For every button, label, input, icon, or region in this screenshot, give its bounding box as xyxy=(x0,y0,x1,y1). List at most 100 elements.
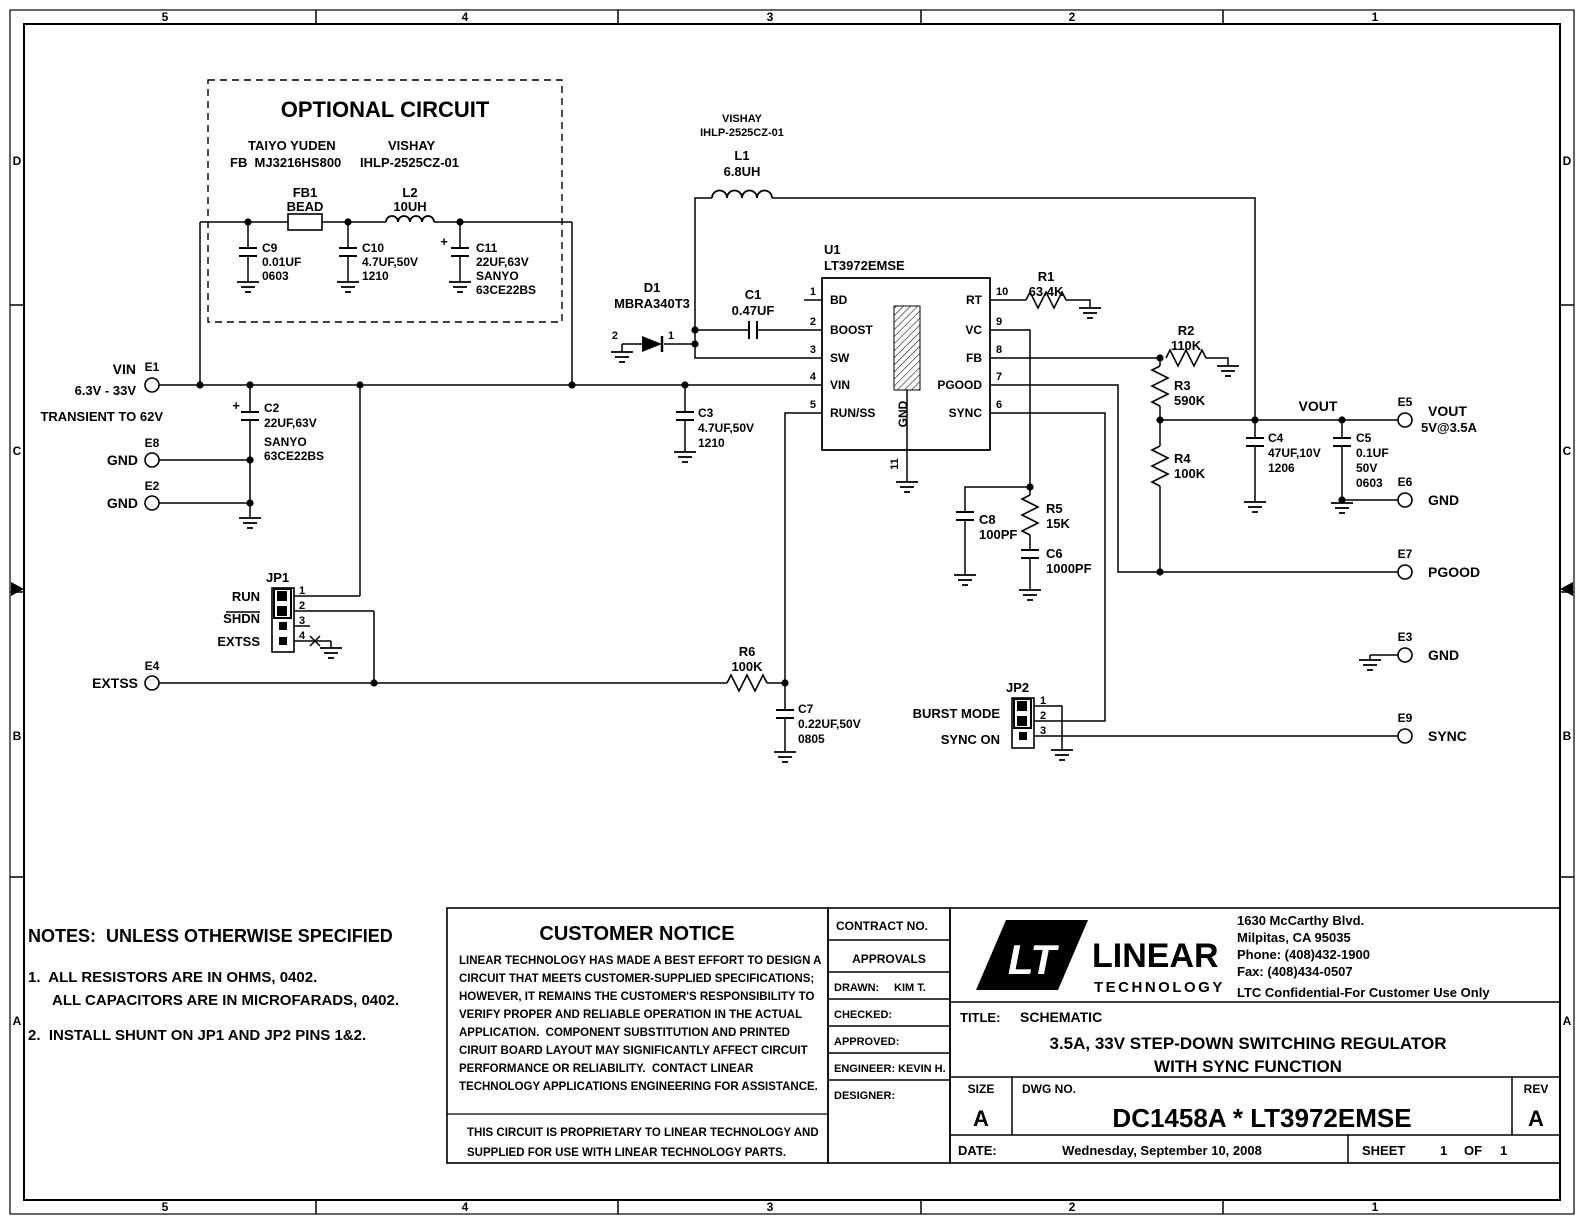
c3-refdes: C3 xyxy=(698,406,714,420)
fb-wire xyxy=(990,357,1229,572)
resistor-r6: R6 100K xyxy=(726,644,768,692)
center-arrow-left-icon xyxy=(11,582,24,596)
junction-dot xyxy=(681,381,689,389)
drawn-label: DRAWN: xyxy=(834,982,879,994)
customer-notice-line: CIRCUIT THAT MEETS CUSTOMER-SUPPLIED SPE… xyxy=(459,973,814,985)
c4-refdes: C4 xyxy=(1268,431,1284,445)
c11-mfr: SANYO xyxy=(476,269,519,283)
u1-pin-number: 3 xyxy=(810,344,816,356)
title-block: CONTRACT NO. APPROVALS DRAWN: KIM T. CHE… xyxy=(827,907,1561,1164)
c5-refdes: C5 xyxy=(1356,431,1372,445)
c4-value: 47UF,10V xyxy=(1268,446,1321,460)
u1-pin-number: 9 xyxy=(996,316,1002,328)
r6-value: 100K xyxy=(731,659,763,674)
c8-refdes: C8 xyxy=(979,512,996,527)
customer-notice-line: APPLICATION. COMPONENT SUBSTITUTION AND … xyxy=(459,1027,790,1039)
l2-mfr-pn: IHLP-2525CZ-01 xyxy=(360,155,459,170)
terminal-e4 xyxy=(144,675,160,691)
designer-label: DESIGNER: xyxy=(834,1090,895,1102)
c11-refdes: C11 xyxy=(476,241,498,255)
zone-label: 4 xyxy=(462,10,469,24)
approvals-dividers xyxy=(828,939,950,1081)
u1-refdes: U1 xyxy=(824,242,841,257)
dwg-no-value: DC1458A * LT3972EMSE xyxy=(1112,1103,1411,1133)
inductor-l1-symbol xyxy=(711,189,773,199)
c1-symbol xyxy=(748,321,758,339)
u1-pin-number: 5 xyxy=(810,399,816,411)
l1-refdes: L1 xyxy=(734,148,749,163)
fb1-mfr-name: TAIYO YUDEN xyxy=(248,138,336,153)
u1-pin-name: FB xyxy=(966,351,982,365)
l2-mfr-name: VISHAY xyxy=(388,138,436,153)
zone-label: D xyxy=(1563,154,1572,168)
zone-label: C xyxy=(1563,444,1572,458)
junction-dot xyxy=(246,456,254,464)
c9-package: 0603 xyxy=(262,269,289,283)
jp2-pin3-pad xyxy=(1019,732,1027,740)
zone-label: 1 xyxy=(1372,1200,1379,1214)
l1-value: 6.8UH xyxy=(724,164,761,179)
inductor-l2-symbol xyxy=(385,215,435,223)
u1-pin-number: 1 xyxy=(810,286,816,298)
c11-mfr-pn: 63CE22BS xyxy=(476,283,536,297)
u1-pin-name: VIN xyxy=(830,378,850,392)
jp2-pin2-pad xyxy=(1017,716,1027,726)
jp2-shunt-outline xyxy=(1013,698,1032,729)
d1-pin-cathode: 1 xyxy=(668,330,674,342)
c1-refdes: C1 xyxy=(745,287,762,302)
customer-notice-block: CUSTOMER NOTICE LINEAR TECHNOLOGY HAS MA… xyxy=(446,907,829,1164)
junction-dot xyxy=(246,499,254,507)
optional-circuit-block: OPTIONAL CIRCUIT TAIYO YUDEN VISHAY FB M… xyxy=(199,79,573,385)
customer-notice-line: CIRUIT BOARD LAYOUT MAY SIGNIFICANTLY AF… xyxy=(459,1045,808,1057)
e8-name: GND xyxy=(107,452,138,468)
customer-notice-title: CUSTOMER NOTICE xyxy=(539,923,734,945)
jp1-pin-number: 3 xyxy=(299,615,305,627)
jp2-refdes: JP2 xyxy=(1006,680,1029,695)
junction-dot xyxy=(781,679,789,687)
jp1-pin4-pad xyxy=(279,637,287,645)
company-fax: Fax: (408)434-0507 xyxy=(1237,964,1353,979)
junction-dots xyxy=(196,326,1346,687)
l2-refdes: L2 xyxy=(402,185,417,200)
date-value: Wednesday, September 10, 2008 xyxy=(1062,1143,1262,1158)
jp1-position-label: EXTSS xyxy=(217,634,260,649)
capacitor-c8: C8 100PF xyxy=(953,511,1017,586)
e6-name: GND xyxy=(1428,492,1459,508)
d1-symbol xyxy=(642,336,662,352)
zone-label: 2 xyxy=(1069,1200,1076,1214)
u1-pin-number: 8 xyxy=(996,344,1002,356)
customer-notice-footer: SUPPLIED FOR USE WITH LINEAR TECHNOLOGY … xyxy=(467,1147,786,1159)
sheet-total: 1 xyxy=(1500,1143,1507,1158)
customer-notice-line: PERFORMANCE OR RELIABILITY. CONTACT LINE… xyxy=(459,1063,754,1075)
e5-name: VOUT xyxy=(1428,403,1467,419)
d1-wire xyxy=(621,343,695,352)
approved-label: APPROVED: xyxy=(834,1036,899,1048)
rt-wire xyxy=(990,299,1091,308)
customer-notice-footer: THIS CIRCUIT IS PROPRIETARY TO LINEAR TE… xyxy=(467,1127,819,1139)
r6-refdes: R6 xyxy=(739,644,756,659)
u1-exposed-pad xyxy=(893,305,921,391)
jp1-pin2-pad xyxy=(277,606,287,616)
optional-circuit-outline xyxy=(207,79,563,323)
r1-value: 63.4K xyxy=(1029,284,1064,299)
c10-refdes: C10 xyxy=(362,241,384,255)
contract-label: CONTRACT NO. xyxy=(836,919,928,933)
resistor-r4: R4 100K xyxy=(1151,445,1206,487)
r3-refdes: R3 xyxy=(1174,378,1191,393)
linear-logo-name: LINEAR xyxy=(1092,937,1219,975)
c9-refdes: C9 xyxy=(262,241,278,255)
jp1-pin3-pad xyxy=(279,622,287,630)
company-address-line: 1630 McCarthy Blvd. xyxy=(1237,913,1364,928)
junction-dot xyxy=(1338,416,1346,424)
l2-value: 10UH xyxy=(393,199,426,214)
e5-note: 5V@3.5A xyxy=(1421,420,1478,435)
notes-block: NOTES: UNLESS OTHERWISE SPECIFIED 1. ALL… xyxy=(28,926,399,1044)
fb1-refdes: FB1 xyxy=(293,185,318,200)
sw-l1-vout-wire xyxy=(694,197,1256,420)
drawing-title-line1: 3.5A, 33V STEP-DOWN SWITCHING REGULATOR xyxy=(1049,1034,1446,1053)
jp1-pin1-pad xyxy=(277,591,287,601)
r3-value: 590K xyxy=(1174,393,1206,408)
d1-part-number: MBRA340T3 xyxy=(614,296,690,311)
u1-part-number: LT3972EMSE xyxy=(824,258,905,273)
